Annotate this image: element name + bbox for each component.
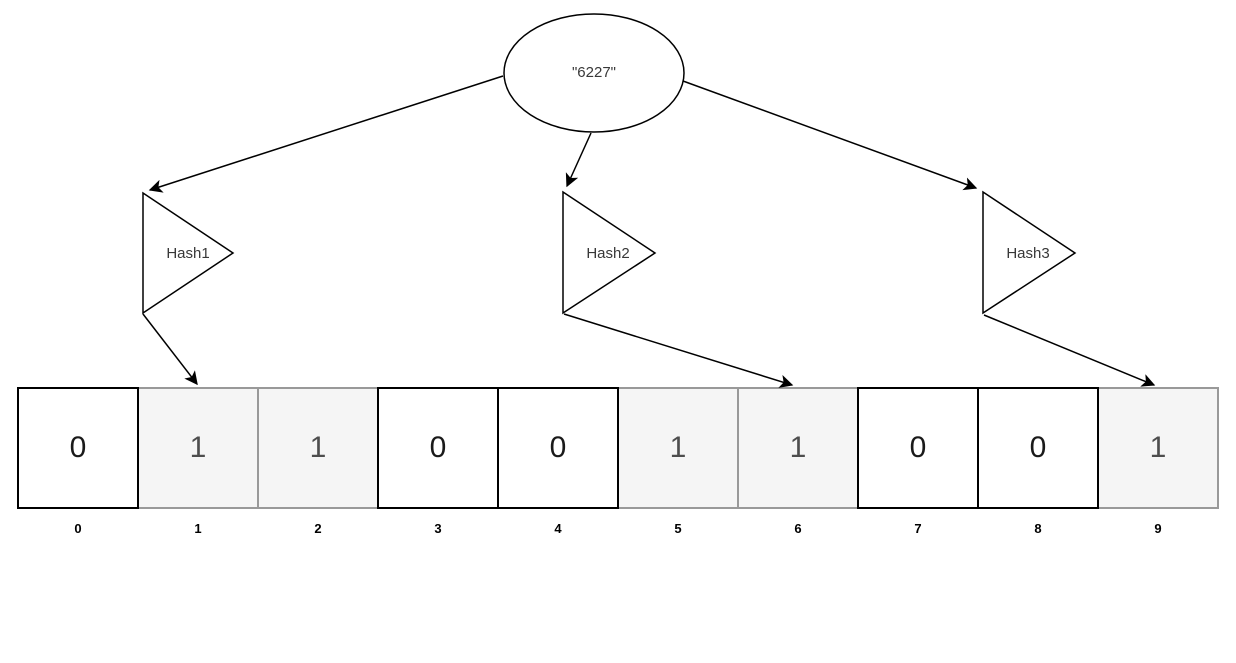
index-label-1: 1 [194,521,202,536]
arrow-hash3-to-cell9 [983,314,1156,387]
arrow-hash2-to-cell6 [563,313,794,388]
bit-cell-2: 1 [257,387,379,509]
index-label-3: 3 [434,521,442,536]
index-label-2: 2 [314,521,322,536]
hash2-label: Hash2 [586,245,630,262]
input-value-label: "6227" [571,64,617,81]
index-label-7: 7 [914,521,922,536]
bit-cell-5: 1 [617,387,739,509]
bit-cell-3: 0 [377,387,499,509]
index-label-9: 9 [1154,521,1162,536]
arrow-input-to-hash3 [682,80,978,191]
bit-cell-8: 0 [977,387,1099,509]
bit-cell-1: 1 [137,387,259,509]
index-label-4: 4 [554,521,562,536]
arrow-input-to-hash2 [565,132,592,188]
arrow-hash1-to-cell1 [142,313,198,386]
bit-cell-6: 1 [737,387,859,509]
index-label-6: 6 [794,521,802,536]
index-label-5: 5 [674,521,682,536]
bit-cell-4: 0 [497,387,619,509]
index-label-8: 8 [1034,521,1042,536]
bit-cell-7: 0 [857,387,979,509]
bit-cell-0: 0 [17,387,139,509]
hash3-label: Hash3 [1006,245,1050,262]
bit-cell-9: 1 [1097,387,1219,509]
hash1-label: Hash1 [166,245,210,262]
index-label-0: 0 [74,521,82,536]
arrow-input-to-hash1 [148,75,504,193]
